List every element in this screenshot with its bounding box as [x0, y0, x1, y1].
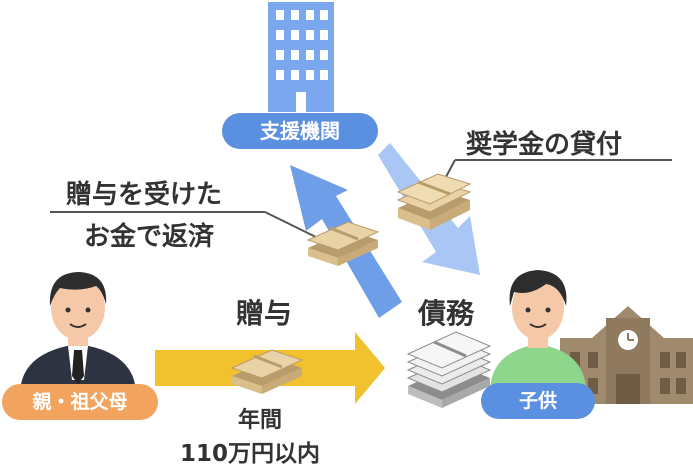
money-stack-icon — [230, 349, 304, 394]
person-parent-icon — [20, 272, 136, 392]
repayment-label-line1: 贈与を受けた — [66, 180, 223, 210]
parent-label: 親・祖父母 — [32, 391, 128, 413]
gift-label: 贈与 — [236, 297, 293, 330]
money-stack-icon — [306, 221, 380, 266]
child-label: 子供 — [518, 390, 557, 412]
office-building-icon — [268, 2, 334, 112]
debt-label: 債務 — [418, 297, 475, 330]
parent-pill: 親・祖父母 — [2, 384, 158, 420]
repayment-label-line2: お金で返済 — [84, 222, 215, 252]
scholarship-loan-label: 奨学金の貸付 — [466, 130, 623, 160]
child-pill: 子供 — [481, 383, 595, 419]
debt-money-stack-icon — [406, 331, 492, 408]
money-stack-icon — [396, 173, 472, 230]
agency-pill: 支援機関 — [222, 113, 378, 149]
person-child-icon — [490, 270, 586, 392]
agency-label: 支援機関 — [260, 119, 340, 143]
gift-limit-line1: 年間 — [238, 408, 283, 433]
gift-limit-line2: 110万円以内 — [180, 441, 321, 467]
